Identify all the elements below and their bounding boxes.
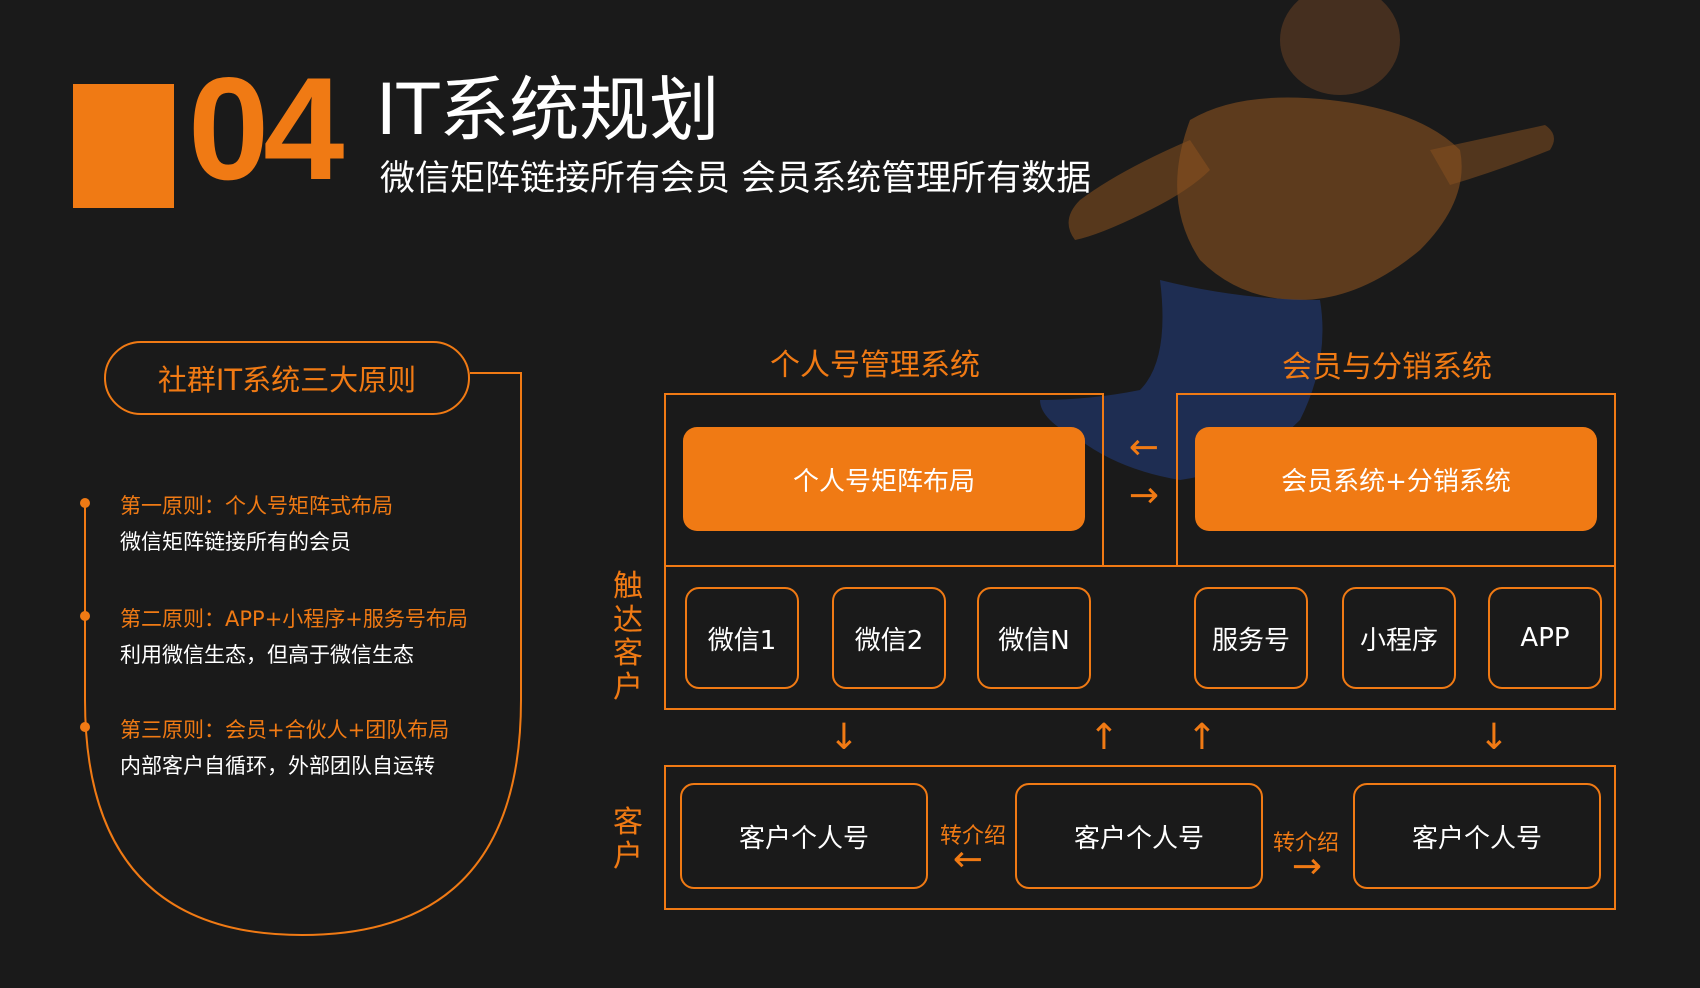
touch-channels-box [664,565,1616,710]
principle-2-title: 第二原则：APP+小程序+服务号布局 [120,607,468,631]
section-number: 04 [188,47,344,210]
customers-box [664,765,1616,910]
arrow-right-icon: → [1128,475,1160,516]
arrow-right-icon: → [1291,846,1323,887]
arrow-up-icon: ↑ [1088,717,1120,758]
arrow-down-icon: ↓ [828,717,860,758]
channel-app: APP [1488,587,1602,689]
principle-1-desc: 微信矩阵链接所有的会员 [120,530,351,554]
principle-3-title: 第三原则：会员+合伙人+团队布局 [120,718,450,742]
header-accent-block [73,84,174,208]
timeline-dot [80,722,90,732]
channel-wechat-n: 微信N [977,587,1091,689]
channel-mini-program: 小程序 [1342,587,1456,689]
principle-2-desc: 利用微信生态，但高于微信生态 [120,643,414,667]
referral-label-2: 转介绍 [1273,831,1340,856]
customer-account-1: 客户个人号 [680,783,928,889]
timeline-dot [80,611,90,621]
arrow-down-icon: ↓ [1478,717,1510,758]
page-title: IT系统规划 [376,69,720,151]
arrow-left-icon: ← [952,839,984,880]
timeline-dot [80,498,90,508]
principle-3-desc: 内部客户自循环，外部团队自运转 [120,754,435,778]
principle-1-title: 第一原则：个人号矩阵式布局 [120,494,393,518]
page-subtitle: 微信矩阵链接所有会员 会员系统管理所有数据 [380,159,1092,199]
channel-service-account: 服务号 [1194,587,1308,689]
arrow-up-icon: ↑ [1186,717,1218,758]
touch-customers-label: 触达客户 [613,569,643,705]
member-distribution-core: 会员系统+分销系统 [1195,427,1597,531]
customers-label: 客户 [613,805,643,874]
referral-label-1: 转介绍 [940,824,1007,849]
channel-wechat-1: 微信1 [685,587,799,689]
customer-account-2: 客户个人号 [1015,783,1263,889]
arrow-left-icon: ← [1128,427,1160,468]
member-distribution-system-title: 会员与分销系统 [1282,350,1492,385]
personal-matrix-core: 个人号矩阵布局 [683,427,1085,531]
channel-wechat-2: 微信2 [832,587,946,689]
personal-account-system-title: 个人号管理系统 [770,348,980,383]
customer-account-3: 客户个人号 [1353,783,1601,889]
principles-heading: 社群IT系统三大原则 [104,341,470,415]
